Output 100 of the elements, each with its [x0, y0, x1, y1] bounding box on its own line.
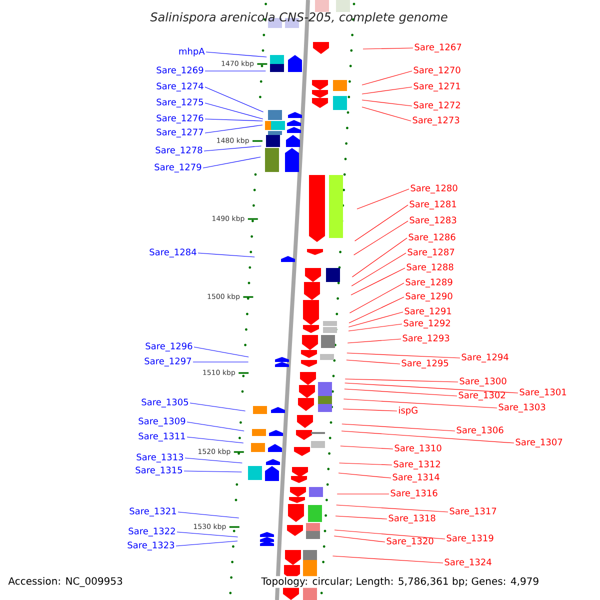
- leader-line: [346, 352, 460, 358]
- leader-line: [186, 436, 244, 444]
- leader-line: [204, 124, 263, 134]
- gene-label: Sare_1278: [156, 146, 202, 156]
- leader-line: [356, 188, 410, 210]
- gene-label: Sare_1269: [156, 66, 204, 76]
- gene-label: Sare_1292: [404, 320, 450, 328]
- gene-label: Sare_1275: [156, 98, 204, 108]
- leader-line: [338, 472, 392, 478]
- gene-label: Sare_1288: [406, 264, 454, 272]
- gene-label: Sare_1318: [388, 514, 436, 524]
- leader-line: [204, 118, 263, 122]
- gene-label: Sare_1313: [136, 454, 184, 462]
- gene-label: Sare_1281: [410, 200, 456, 210]
- gene-label: Sare_1289: [406, 278, 452, 288]
- gene-label: Sare_1320: [386, 538, 434, 546]
- gene-label: Sare_1271: [414, 82, 460, 92]
- leader-line: [336, 504, 448, 512]
- leader-line: [352, 238, 408, 278]
- gene-label: Sare_1279: [154, 164, 202, 172]
- leader-line: [204, 102, 264, 120]
- leader-line: [344, 388, 458, 396]
- gene-label: Sare_1295: [402, 360, 448, 368]
- title: Salinispora arenicola CNS-205, complete genome: [150, 12, 448, 24]
- gene-label: Sare_1291: [404, 308, 452, 316]
- gene-label: Sare_1276: [156, 114, 204, 124]
- leader-line: [344, 382, 518, 394]
- leader-line: [204, 86, 264, 112]
- leader-line: [342, 424, 456, 432]
- gene-label: Sare_1287: [408, 248, 454, 258]
- leader-line: [346, 360, 400, 364]
- gene-label: Sare_1303: [498, 404, 546, 412]
- leader-line: [340, 446, 394, 450]
- leader-line: [349, 282, 404, 314]
- leader-line: [354, 204, 408, 242]
- gene-label: Sare_1324: [444, 558, 492, 568]
- leader-line: [362, 106, 412, 122]
- leader-line: [184, 458, 242, 464]
- gene-label: Sare_1290: [406, 292, 452, 302]
- gene-label: Sare_1302: [458, 392, 505, 400]
- leader-line: [347, 338, 402, 344]
- gene-label: Sare_1267: [414, 44, 462, 52]
- gene-label: Sare_1296: [146, 342, 192, 352]
- leader-line: [338, 462, 392, 466]
- gene-label: Sare_1306: [456, 426, 504, 436]
- gene-label: Sare_1300: [460, 378, 506, 386]
- leader-line: [348, 324, 402, 332]
- accession-note: Accession: NC_009953: [8, 577, 122, 587]
- gene-label: Sare_1305: [142, 398, 188, 408]
- leader-line: [344, 378, 458, 382]
- leader-line: [194, 346, 249, 358]
- leader-line: [348, 312, 404, 328]
- leader-line: [335, 516, 388, 520]
- gene-label: Sare_1297: [144, 358, 192, 366]
- gene-label: Sare_1307: [516, 438, 562, 448]
- gene-label: Sare_1280: [410, 184, 458, 194]
- leader-line: [204, 146, 262, 152]
- genome-info-note: Topology: circular; Length: 5,786,361 bp; Genes: 4,979: [260, 576, 540, 588]
- gene-label: Sare_1322: [128, 528, 175, 536]
- leader-line: [202, 156, 261, 168]
- leader-line: [343, 398, 498, 408]
- leader-line: [334, 536, 386, 542]
- gene-label: Sare_1323: [128, 542, 174, 550]
- gene-label: Sare_1314: [392, 474, 440, 482]
- leader-line: [362, 86, 412, 94]
- leader-line: [350, 268, 406, 296]
- gene-label: Sare_1274: [156, 82, 204, 92]
- leader-line: [190, 402, 246, 412]
- gene-label: Sare_1311: [138, 432, 185, 442]
- leader-line: [176, 532, 238, 538]
- gene-label: Sare_1272: [414, 102, 460, 110]
- gene-label: mhpA: [179, 48, 205, 56]
- leader-line: [341, 430, 514, 444]
- gene-label: Sare_1319: [446, 534, 494, 544]
- leader-line: [362, 48, 414, 50]
- gene-label: Sare_1310: [394, 444, 442, 454]
- gene-label: Sare_1301: [520, 388, 566, 398]
- gene-label: Sare_1316: [390, 490, 438, 498]
- leader-line: [348, 296, 404, 324]
- gene-label: Sare_1315: [136, 466, 182, 476]
- gene-label: ispG: [399, 406, 418, 416]
- gene-label: Sare_1270: [414, 66, 460, 76]
- gene-label: Sare_1294: [462, 354, 508, 362]
- gene-label: Sare_1283: [410, 216, 456, 226]
- gene-label: Sare_1284: [150, 248, 196, 258]
- leader-line: [178, 512, 240, 518]
- gene-label: Sare_1317: [450, 508, 496, 516]
- leader-line: [186, 422, 244, 432]
- gene-label: Sare_1273: [412, 116, 460, 126]
- leader-line: [362, 70, 412, 86]
- leader-line: [184, 470, 242, 472]
- gene-label: Sare_1293: [402, 334, 450, 344]
- gene-label: Sare_1277: [156, 128, 204, 138]
- leader-line: [351, 252, 406, 286]
- gene-label: Sare_1312: [394, 460, 440, 470]
- leader-line: [334, 530, 446, 540]
- gene-label: Sare_1286: [408, 234, 456, 242]
- leader-line: [176, 540, 238, 546]
- leader-line: [332, 556, 444, 564]
- leader-line: [206, 52, 267, 58]
